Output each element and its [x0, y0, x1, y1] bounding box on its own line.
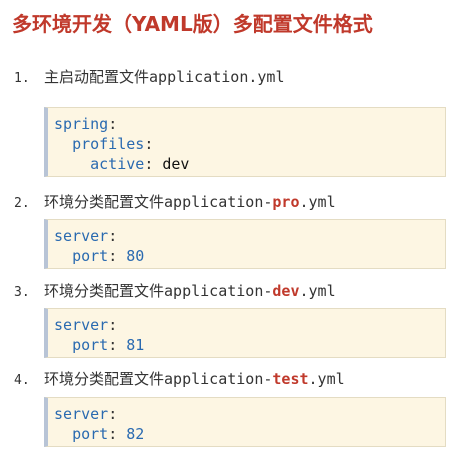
item-label: 环境分类配置文件	[44, 282, 165, 300]
item-label: 环境分类配置文件	[44, 193, 165, 211]
code-key: server	[54, 316, 109, 334]
filename-highlight: pro	[272, 193, 300, 211]
filename-prefix: application-	[164, 282, 273, 300]
code-line: port: 80	[72, 247, 145, 265]
item-number: 4.	[14, 373, 30, 388]
list-item-test-config: 4. 环境分类配置文件application-test.yml	[14, 369, 345, 391]
list-item-main-config: 1. 主启动配置文件application.yml	[14, 67, 284, 89]
code-value: 80	[126, 247, 145, 265]
code-block-test-config: server: port: 82	[44, 397, 446, 447]
filename-prefix: application-	[164, 370, 273, 388]
page-title: 多环境开发（YAML版）多配置文件格式	[12, 12, 373, 36]
filename-prefix: application-	[164, 193, 273, 211]
item-label: 环境分类配置文件	[44, 370, 165, 388]
code-line: profiles:	[72, 135, 154, 153]
filename-suffix: .yml	[308, 370, 345, 388]
filename-suffix: .yml	[299, 193, 336, 211]
code-key: server	[54, 227, 109, 245]
code-key: port	[72, 247, 109, 265]
code-value: 82	[126, 425, 145, 443]
code-block-dev-config: server: port: 81	[44, 308, 446, 358]
code-line: server:	[54, 227, 118, 245]
filename-suffix: .yml	[299, 282, 336, 300]
filename-suffix: .yml	[248, 68, 285, 86]
code-value: 81	[126, 336, 145, 354]
list-item-dev-config: 3. 环境分类配置文件application-dev.yml	[14, 281, 336, 303]
code-value: dev	[162, 155, 190, 173]
code-key: profiles	[72, 135, 145, 153]
code-key: active	[90, 155, 145, 173]
code-key: spring	[54, 115, 109, 133]
code-line: active: dev	[90, 155, 190, 173]
code-line: server:	[54, 316, 118, 334]
code-line: server:	[54, 405, 118, 423]
list-item-pro-config: 2. 环境分类配置文件application-pro.yml	[14, 192, 336, 214]
filename-highlight: dev	[272, 282, 300, 300]
code-line: spring:	[54, 115, 118, 133]
code-key: port	[72, 336, 109, 354]
code-block-pro-config: server: port: 80	[44, 219, 446, 269]
code-key: server	[54, 405, 109, 423]
code-key: port	[72, 425, 109, 443]
code-line: port: 81	[72, 336, 145, 354]
filename-prefix: application	[149, 68, 249, 86]
item-label: 主启动配置文件	[44, 68, 150, 86]
filename-highlight: test	[272, 370, 309, 388]
item-number: 1.	[14, 71, 30, 86]
code-block-main-config: spring: profiles: active: dev	[44, 107, 446, 177]
item-number: 2.	[14, 196, 30, 211]
item-number: 3.	[14, 285, 30, 300]
code-line: port: 82	[72, 425, 145, 443]
